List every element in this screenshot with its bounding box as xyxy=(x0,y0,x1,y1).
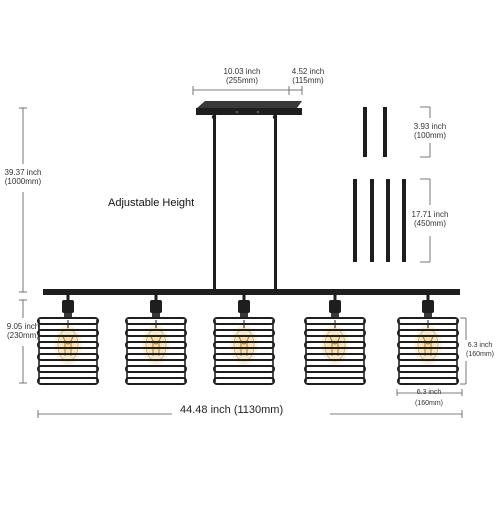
cage-height-mm: (160mm) xyxy=(465,351,494,358)
canopy-depth-label: 4.52 inch (115mm) xyxy=(283,67,333,85)
dimension-lines xyxy=(19,86,467,418)
shade-height-inch: 9.05 inch xyxy=(6,322,40,331)
short-rod-label: 3.93 inch (100mm) xyxy=(406,122,454,140)
horizontal-bar xyxy=(43,289,460,295)
long-rod-mm: (450mm) xyxy=(413,219,446,228)
canopy-width-label: 10.03 inch (255mm) xyxy=(214,67,270,85)
short-rod-inch: 3.93 inch xyxy=(413,122,447,131)
down-rods xyxy=(213,115,277,290)
long-rod-inch: 17.71 inch xyxy=(411,210,449,219)
overall-height-mm: (1000mm) xyxy=(4,177,42,186)
pendant-lamp xyxy=(37,295,99,385)
cage-height-label: 6.3 inch (160mm) xyxy=(460,341,500,359)
long-rod-label: 17.71 inch (450mm) xyxy=(406,210,454,228)
canopy-depth-inch: 4.52 inch xyxy=(291,67,325,76)
pendant-lamp xyxy=(213,295,275,385)
canopy-width-inch: 10.03 inch xyxy=(223,67,261,76)
shade-height-label: 9.05 inch (230mm) xyxy=(0,322,46,340)
cage-width-mm: (160mm) xyxy=(414,400,443,407)
pendant-lamp xyxy=(125,295,187,385)
long-rods xyxy=(353,179,406,262)
short-rods xyxy=(363,107,387,157)
overall-height-inch: 39.37 inch xyxy=(4,168,42,177)
cage-width-label: 6.3 inch (160mm) xyxy=(409,388,449,408)
cage-width-inch: 6.3 inch xyxy=(416,389,442,396)
short-rod-mm: (100mm) xyxy=(413,131,446,140)
adjustable-height-label: Adjustable Height xyxy=(108,197,195,209)
canopy xyxy=(196,101,302,120)
shade-height-mm: (230mm) xyxy=(6,331,39,340)
total-length-label: 44.48 inch (1130mm) xyxy=(180,404,284,416)
canopy-width-mm: (255mm) xyxy=(225,76,258,85)
cage-height-inch: 6.3 inch xyxy=(467,342,493,349)
overall-height-label: 39.37 inch (1000mm) xyxy=(0,168,46,186)
canopy-depth-mm: (115mm) xyxy=(292,76,324,85)
pendant-lamp xyxy=(397,295,459,385)
lamps xyxy=(37,295,459,385)
pendant-lamp xyxy=(304,295,366,385)
